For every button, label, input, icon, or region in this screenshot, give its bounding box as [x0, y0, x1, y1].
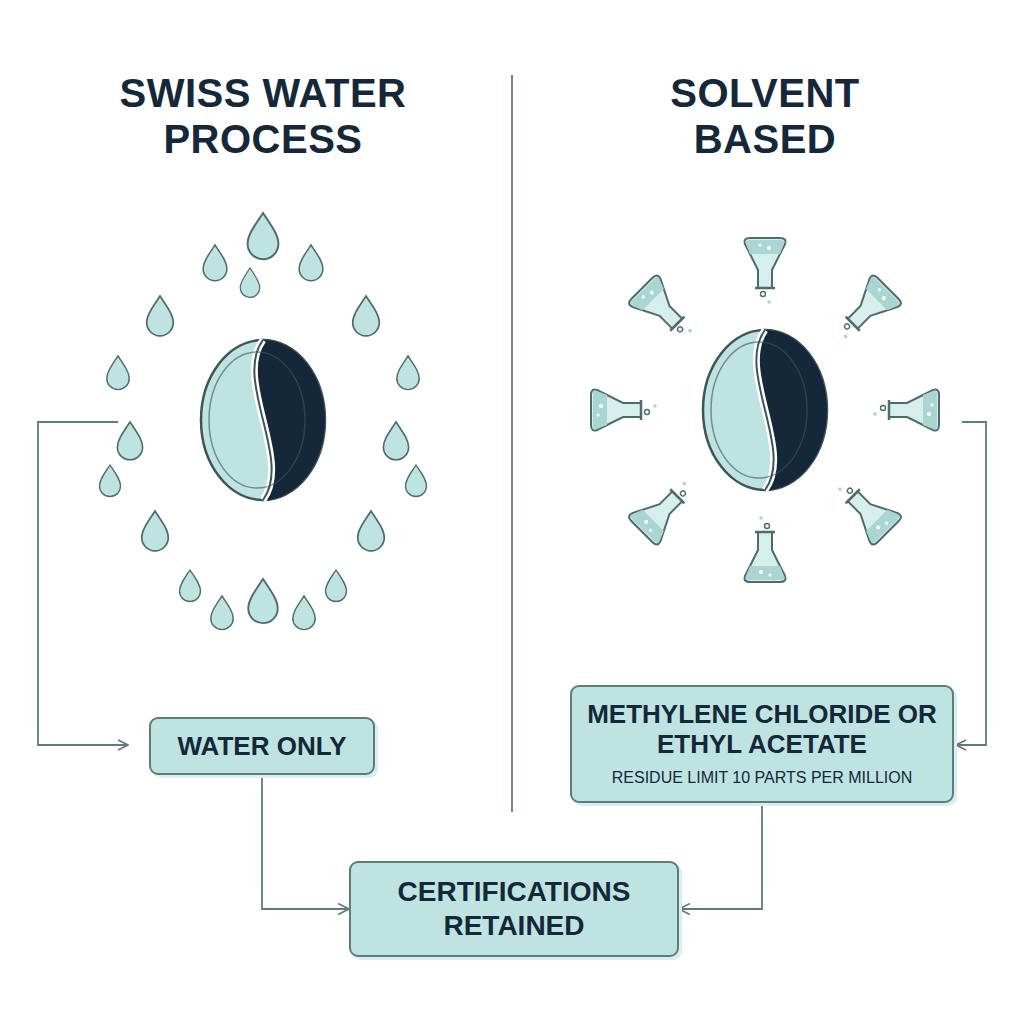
- water-droplet: [293, 596, 315, 630]
- flask-icon: [627, 274, 702, 349]
- flask-icon: [827, 274, 902, 349]
- box-title: CERTIFICATIONS RETAINED: [361, 875, 667, 943]
- water-droplet: [211, 596, 233, 630]
- water-droplet: [397, 356, 419, 390]
- water-droplet: [180, 570, 201, 602]
- water-droplet: [142, 511, 169, 551]
- water-droplet: [299, 245, 323, 281]
- water-droplet: [203, 245, 227, 281]
- water-droplet: [248, 579, 277, 623]
- flow-arrow: [679, 803, 762, 909]
- flask-icon: [591, 390, 657, 431]
- flask-icon: [873, 390, 939, 431]
- box-title: METHYLENE CHLORIDE OR ETHYL ACETATE: [582, 699, 942, 759]
- water-droplet: [147, 296, 174, 336]
- divider-line: [511, 75, 513, 812]
- water-droplet: [248, 213, 279, 259]
- leader-line: [38, 422, 128, 745]
- box-note: RESIDUE LIMIT 10 PARTS PER MILLION: [582, 767, 942, 789]
- water-droplet: [100, 465, 121, 497]
- process-box: METHYLENE CHLORIDE OR ETHYL ACETATE RESID…: [570, 685, 954, 803]
- result-box: CERTIFICATIONS RETAINED: [349, 861, 679, 957]
- leader-line: [956, 422, 986, 745]
- water-droplets: [100, 213, 427, 630]
- coffee-bean: [201, 340, 325, 500]
- flow-arrow: [262, 775, 349, 909]
- water-droplet: [240, 268, 260, 297]
- solvent-flasks: [591, 238, 939, 582]
- coffee-bean: [703, 330, 827, 490]
- column-heading: SWISS WATER PROCESS: [63, 70, 463, 162]
- column-heading: SOLVENT BASED: [615, 70, 915, 162]
- water-droplet: [383, 422, 408, 460]
- flask-icon: [627, 471, 702, 546]
- flask-icon: [827, 471, 902, 546]
- water-droplet: [107, 356, 129, 390]
- box-title: WATER ONLY: [161, 731, 363, 761]
- water-droplet: [117, 422, 142, 460]
- process-box: WATER ONLY: [149, 717, 375, 775]
- water-droplet: [353, 296, 380, 336]
- water-droplet: [326, 570, 347, 602]
- water-droplet: [406, 465, 427, 497]
- water-droplet: [358, 511, 385, 551]
- flask-icon: [745, 516, 786, 582]
- flask-icon: [745, 238, 786, 304]
